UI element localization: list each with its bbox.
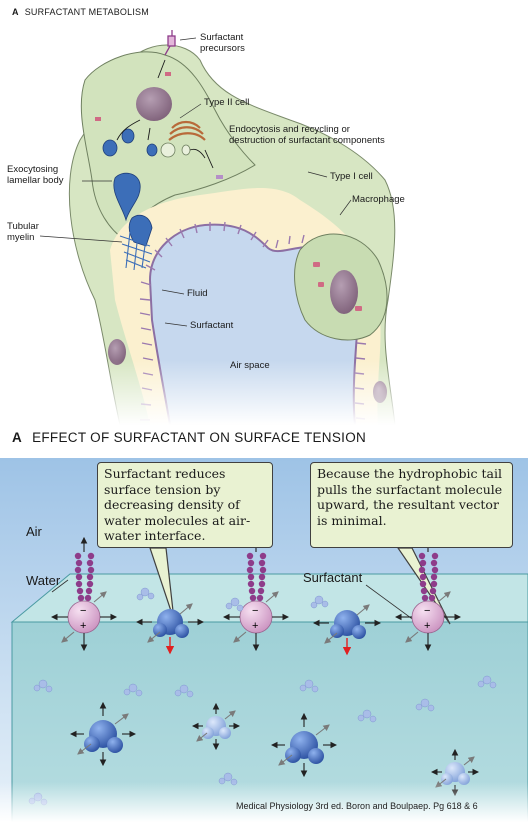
lamellar-bodies — [102, 128, 191, 158]
label-type-ii-cell: Type II cell — [204, 97, 250, 108]
callout-left-pointer — [149, 547, 175, 621]
label-surfactant-b: Surfactant — [303, 570, 363, 585]
label-air: Air — [26, 524, 42, 539]
label-water: Water — [26, 573, 61, 588]
pathway-arrows — [116, 59, 214, 169]
net-downward-force-arrows — [165, 637, 352, 656]
macrophage-inclusions — [313, 262, 362, 311]
svg-text:−: − — [252, 605, 258, 617]
source-credit: Medical Physiology 3rd ed. Boron and Bou… — [236, 801, 478, 811]
panel-a-title-text: SURFACTANT METABOLISM — [24, 7, 149, 17]
water-molecule — [330, 610, 366, 639]
surfactant-molecule: −+ — [411, 552, 445, 634]
panel-b-title: A EFFECT OF SURFACTANT ON SURFACE TENSION — [12, 430, 366, 445]
callout-hydrophobic-tail: Because the hydrophobic tail pulls the s… — [310, 462, 513, 548]
water-molecule — [202, 716, 231, 739]
svg-text:+: + — [252, 620, 258, 632]
water-dipole-arrows — [77, 603, 475, 788]
precursor-icon — [164, 30, 176, 56]
label-type-i-cell: Type I cell — [330, 171, 373, 182]
surfactant-metabolism-illustration — [0, 30, 528, 425]
label-surfactant-precursors: Surfactant precursors — [200, 32, 245, 54]
surfactant-molecules: −+ −+ −+ — [67, 552, 445, 634]
label-endocytosis: Endocytosis and recycling or destruction… — [229, 124, 385, 146]
label-surfactant-a: Surfactant — [190, 320, 234, 331]
leader-lines — [39, 37, 352, 327]
golgi — [168, 120, 206, 141]
svg-text:−: − — [424, 605, 430, 617]
label-fluid: Fluid — [187, 288, 208, 299]
label-tubular-myelin: Tubular myelin — [7, 221, 39, 243]
label-exocytosing-lamellar-body: Exocytosing lamellar body — [7, 164, 64, 186]
macrophage-nucleus — [330, 270, 358, 314]
cytoplasm-inclusions — [95, 72, 223, 179]
water-molecule — [84, 720, 123, 753]
type-ii-nucleus — [136, 87, 172, 121]
label-macrophage: Macrophage — [352, 194, 405, 205]
water-molecule — [285, 731, 324, 764]
panel-b-title-text: EFFECT OF SURFACTANT ON SURFACE TENSION — [32, 430, 367, 445]
svg-text:+: + — [80, 620, 86, 632]
dipole-arrows — [61, 591, 451, 643]
panel-a-title: A SURFACTANT METABOLISM — [12, 7, 149, 17]
exocytosing-lamellar-body — [113, 172, 153, 247]
svg-text:−: − — [80, 605, 86, 617]
label-air-space: Air space — [230, 360, 270, 371]
surfactant-molecule: −+ — [239, 552, 273, 634]
water-molecule — [153, 609, 189, 638]
svg-text:+: + — [424, 620, 430, 632]
wall-nucleus — [108, 339, 126, 365]
tubular-myelin — [119, 231, 153, 271]
panel-b-letter: A — [12, 430, 23, 445]
surfactant-molecule: −+ — [67, 552, 101, 634]
panel-a-letter: A — [12, 7, 19, 17]
callout-surfactant-reduces: Surfactant reduces surface tension by de… — [97, 462, 273, 548]
